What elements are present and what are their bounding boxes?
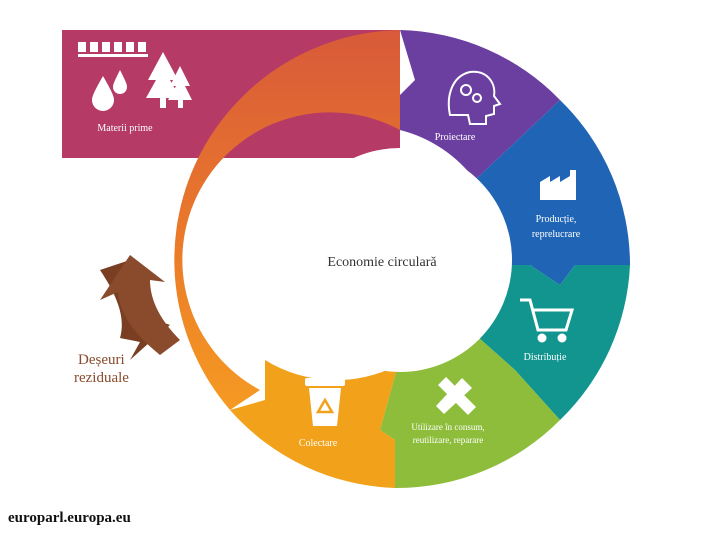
center-title: Economie circulară bbox=[327, 255, 437, 270]
tree-small-icon bbox=[168, 66, 192, 108]
waste-label-line1: Deșeuri bbox=[78, 352, 125, 368]
recycle-bin-icon bbox=[305, 378, 345, 426]
distributie-segment bbox=[470, 265, 630, 420]
proiectare-label: Proiectare bbox=[435, 132, 476, 143]
source-credit: europarl.europa.eu bbox=[8, 510, 131, 526]
shopping-cart-icon bbox=[520, 298, 575, 343]
raw-materials-icon bbox=[78, 42, 192, 111]
crop-row-icon bbox=[78, 42, 148, 57]
utilizare-label-line1: Utilizare în consum, bbox=[411, 422, 484, 432]
waste-label-line2: reziduale bbox=[74, 370, 129, 386]
head-gears-icon bbox=[447, 70, 502, 125]
productie-label-line2: reprelucrare bbox=[532, 229, 581, 240]
waste-arrow-shape bbox=[100, 255, 180, 355]
recycle-icon bbox=[211, 183, 267, 235]
water-drop-icon bbox=[92, 76, 114, 111]
proiectare-segment bbox=[400, 30, 560, 180]
center-circle bbox=[288, 148, 512, 372]
materii-prime-label: Materii prime bbox=[97, 123, 153, 134]
water-drop-small-icon bbox=[113, 70, 127, 94]
factory-icon bbox=[540, 170, 576, 200]
productie-label-line1: Producție, bbox=[536, 214, 577, 225]
reciclare-label: Reciclare bbox=[205, 250, 243, 261]
colectare-label: Colectare bbox=[299, 438, 338, 449]
reciclare-segment bbox=[174, 30, 400, 410]
utilizare-label-line2: reutilizare, reparare bbox=[413, 435, 483, 445]
hammer-wrench-icon bbox=[436, 377, 476, 415]
distributie-label: Distribuție bbox=[524, 352, 567, 363]
